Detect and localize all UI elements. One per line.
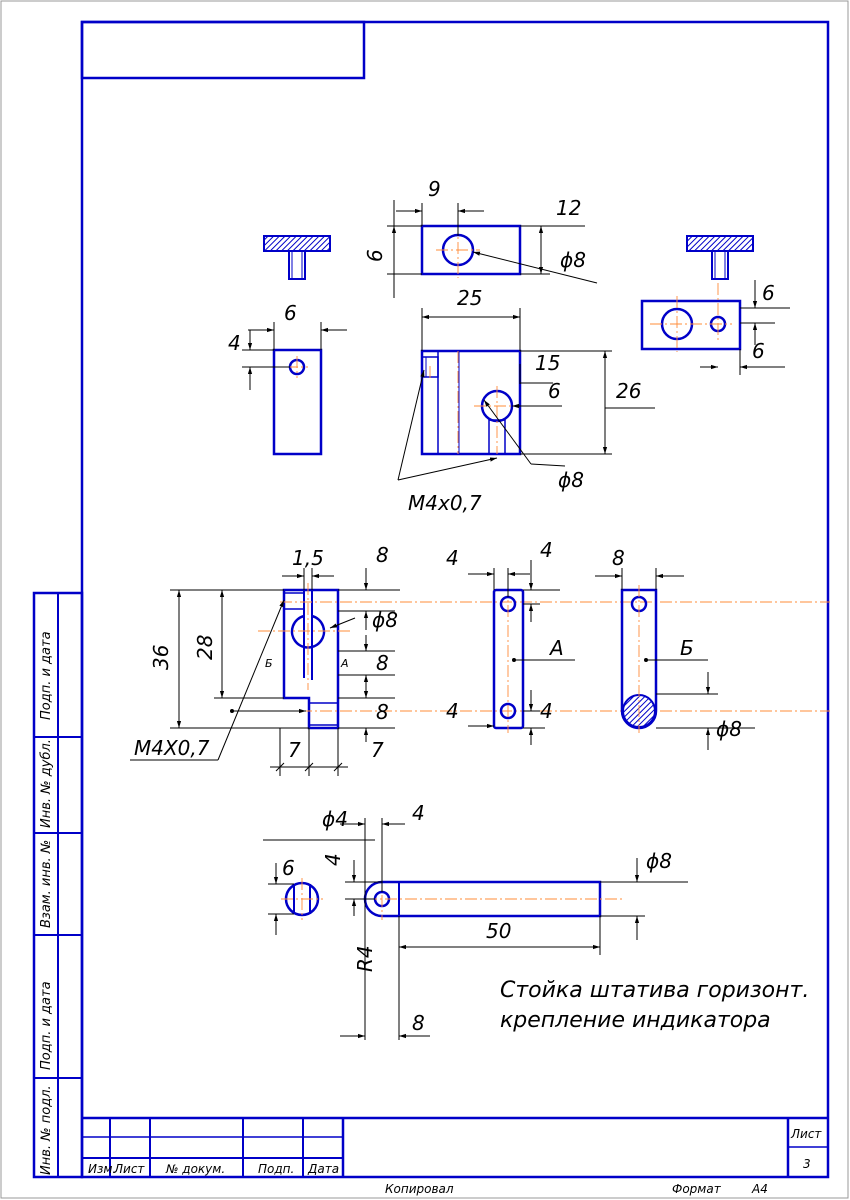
thread-label-2: M4X0,7 [134, 736, 210, 760]
tb-podp: Подп. [258, 1162, 294, 1176]
frame [32, 20, 830, 1179]
dim-6-plate: 6 [284, 301, 297, 325]
knurled-screw-right [686, 235, 754, 280]
dim-6-side-a: 6 [762, 281, 775, 305]
dims-block-side [700, 280, 790, 375]
tb-list: Лист [113, 1162, 145, 1176]
dim-4-rod-top: 4 [412, 801, 425, 825]
dim-8-clamp-a: 8 [376, 543, 389, 567]
dim-4-link-a-top: 4 [446, 546, 459, 570]
dim-8-link-b: 8 [612, 546, 625, 570]
rod-end-view [281, 878, 323, 920]
side-label-inv-podl: Инв. № подл. [39, 1085, 54, 1175]
dim-26: 26 [616, 379, 641, 403]
dim-6-rod-end: 6 [282, 856, 295, 880]
dims-link-a [468, 560, 575, 745]
dim-phi4: ϕ4 [322, 807, 348, 831]
dim-4-link-a-topright: 4 [540, 538, 553, 562]
dim-phi8-rod: ϕ8 [646, 849, 672, 873]
side-label-podp-data-top: Подп. и дата [39, 631, 54, 720]
dims-block-front [397, 308, 655, 481]
label-b-small: Б [265, 657, 273, 670]
knurled-screw-left [263, 235, 331, 280]
tb-no-dokum: № докум. [165, 1162, 225, 1176]
dim-1-5: 1,5 [292, 546, 324, 570]
dim-9: 9 [428, 177, 441, 201]
tb-kopiroval: Копировал [385, 1182, 454, 1196]
rod-side-view [363, 875, 625, 920]
tb-list-number: 3 [803, 1157, 811, 1171]
dim-phi8-top: ϕ8 [560, 248, 586, 272]
dims-rod-side [268, 818, 688, 1040]
block-front-view [420, 349, 522, 456]
thread-label-1: M4x0,7 [408, 491, 482, 515]
dim-7-right: 7 [371, 738, 384, 762]
dim-r4: R4 [353, 945, 377, 972]
tb-format-label: Формат [672, 1182, 722, 1196]
dim-36: 36 [149, 645, 173, 670]
side-label-vzam-inv: Взам. инв. № [39, 840, 54, 928]
dim-phi8-link-b: ϕ8 [716, 717, 742, 741]
label-b: Б [680, 636, 694, 660]
dim-4-rod-left: 4 [321, 853, 345, 866]
dim-4-link-a-bottomright: 4 [540, 699, 553, 723]
block-top-view [420, 222, 522, 278]
dim-28: 28 [193, 635, 217, 660]
description-line-1: Стойка штатива горизонт. [500, 978, 809, 1003]
dim-4-link-a-bottom: 4 [446, 699, 459, 723]
tb-format-value: A4 [751, 1182, 768, 1196]
side-label-podp-data-bottom: Подп. и дата [39, 981, 54, 1070]
dim-15: 15 [535, 351, 560, 375]
dim-phi8-clamp: ϕ8 [372, 608, 398, 632]
block-side-view [640, 283, 742, 352]
tb-data: Дата [307, 1162, 339, 1176]
dim-phi8-front: ϕ8 [558, 468, 584, 492]
dim-4-plate: 4 [228, 331, 241, 355]
tb-izm: Изм. [88, 1162, 116, 1176]
dim-8-clamp-b: 8 [376, 651, 389, 675]
title-block [82, 1116, 828, 1177]
dims-link-b [595, 568, 755, 750]
tb-list-label: Лист [790, 1127, 822, 1141]
dim-6-front: 6 [548, 379, 561, 403]
dims-block-top [387, 200, 598, 298]
side-label-inv-dubl: Инв. № дубл. [39, 739, 54, 828]
link-b-view [620, 585, 658, 733]
description-line-2: крепление индикатора [500, 1008, 771, 1033]
dim-8-clamp-c: 8 [376, 700, 389, 724]
dim-6-top: 6 [363, 249, 387, 262]
dim-8-rod-bottom: 8 [412, 1011, 425, 1035]
label-a-small: A [340, 657, 349, 670]
plate-left [272, 348, 323, 456]
dim-7-left: 7 [288, 738, 301, 762]
dim-50: 50 [486, 919, 511, 943]
dim-25: 25 [457, 286, 482, 310]
dim-12: 12 [556, 196, 581, 220]
dim-6-side-b: 6 [752, 339, 765, 363]
label-a: A [548, 636, 564, 660]
dims-plate-left [242, 322, 347, 390]
dims-clamp-body [130, 568, 400, 776]
